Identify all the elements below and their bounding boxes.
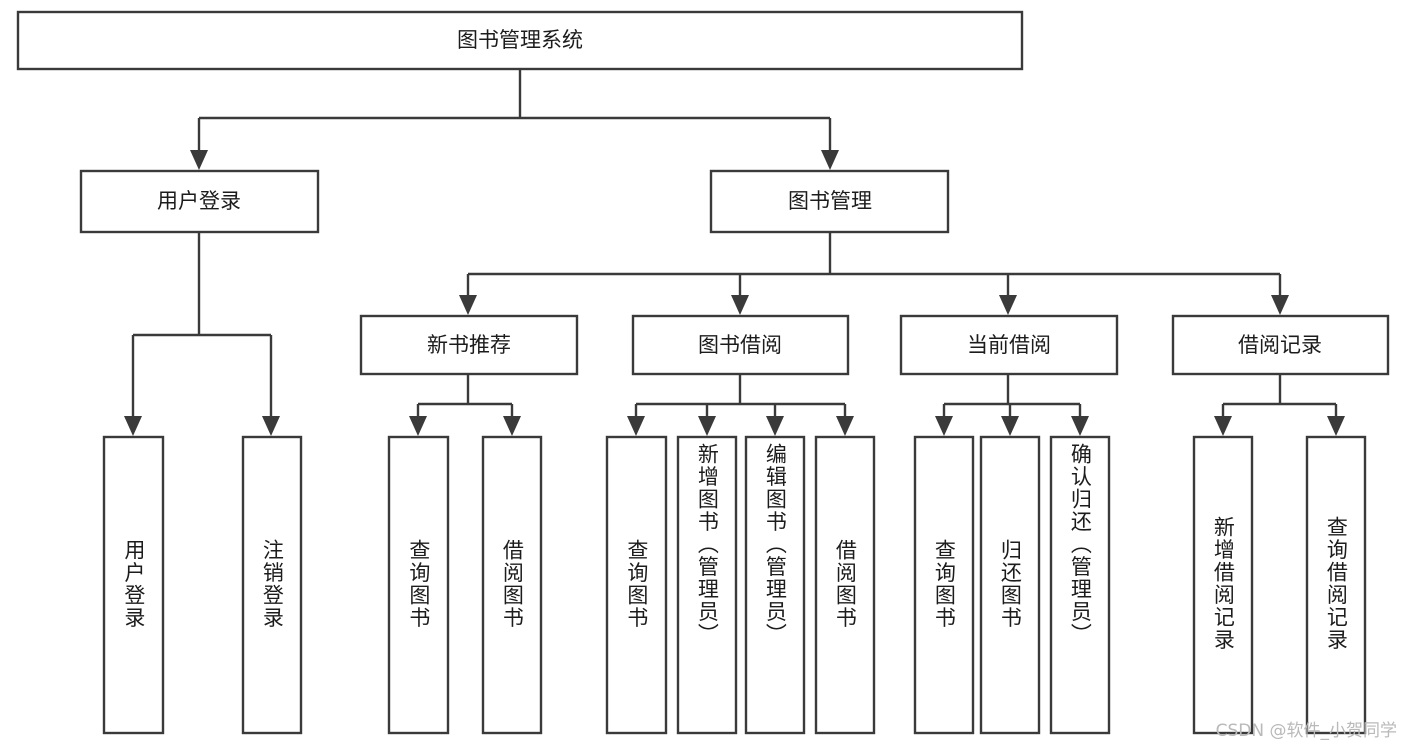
arrow-head-leaf-logout-login [262,416,280,436]
node-root[interactable]: 图书管理系统 [16,10,1024,71]
leaf-box-confirm-return-admin[interactable] [1049,435,1111,735]
leaf-box-add-book-admin[interactable] [676,435,738,735]
arrow-head-leaf-borrow-book-1 [503,416,521,436]
node-borrow-record-label: 借阅记录 [1238,333,1322,357]
connector-group-new-book-recommend [409,374,521,436]
leaf-box-query-book-2[interactable] [605,435,668,735]
arrow-head-leaf-confirm-return-admin [1071,416,1089,436]
leaf-box-query-book-1[interactable] [387,435,450,735]
arrow-head-leaf-query-book-3 [935,416,953,436]
node-book-borrow-label: 图书借阅 [698,333,782,357]
connector-group-book-manage [459,232,1289,315]
arrow-head-borrow-record [1271,295,1289,315]
leaf-box-edit-book-admin[interactable] [744,435,806,735]
arrow-head-leaf-borrow-book-2 [836,416,854,436]
connector-group-root [190,69,839,170]
leaf-box-query-book-3[interactable] [913,435,975,735]
node-user-login-box[interactable] [79,169,320,234]
leaf-box-user-login[interactable] [102,435,165,735]
leaf-box-return-book[interactable] [979,435,1041,735]
connector-group-user-login [124,232,280,436]
leaf-box-group [102,435,1367,735]
arrow-head-leaf-query-book-2 [627,416,645,436]
node-new-book-recommend[interactable]: 新书推荐 [359,314,579,376]
arrow-head-new-book-recommend [459,295,477,315]
node-borrow-record[interactable]: 借阅记录 [1171,314,1390,376]
node-book-manage[interactable]: 图书管理 [709,169,950,234]
node-current-borrow-box[interactable] [899,314,1119,376]
node-current-borrow-label: 当前借阅 [967,333,1051,357]
watermark-text: CSDN @软件_小贺同学 [1215,721,1397,741]
leaf-box-query-borrow-record[interactable] [1305,435,1367,735]
arrow-head-leaf-add-book-admin [698,416,716,436]
connector-group-borrow-record [1214,374,1345,436]
node-user-login-label: 用户登录 [157,189,241,213]
node-user-login[interactable]: 用户登录 [79,169,320,234]
node-root-box[interactable] [16,10,1024,71]
node-current-borrow[interactable]: 当前借阅 [899,314,1119,376]
node-book-manage-box[interactable] [709,169,950,234]
arrow-head-leaf-query-borrow-record [1327,416,1345,436]
arrow-head-book-manage [821,150,839,170]
arrow-head-leaf-edit-book-admin [766,416,784,436]
arrow-head-leaf-user-login [124,416,142,436]
leaf-box-borrow-book-2[interactable] [814,435,876,735]
node-book-manage-label: 图书管理 [788,189,872,213]
node-book-borrow[interactable]: 图书借阅 [631,314,850,376]
arrow-head-leaf-query-book-1 [409,416,427,436]
arrow-head-user-login [190,150,208,170]
node-root-label: 图书管理系统 [457,28,583,52]
arrow-head-leaf-add-borrow-record [1214,416,1232,436]
arrow-head-current-borrow [999,295,1017,315]
node-borrow-record-box[interactable] [1171,314,1390,376]
node-new-book-recommend-box[interactable] [359,314,579,376]
node-new-book-recommend-label: 新书推荐 [427,333,511,357]
connector-group-book-borrow [627,374,854,436]
node-book-borrow-box[interactable] [631,314,850,376]
arrow-head-leaf-return-book [1001,416,1019,436]
leaf-box-logout-login[interactable] [241,435,303,735]
leaf-box-add-borrow-record[interactable] [1192,435,1254,735]
arrow-head-book-borrow [731,295,749,315]
connector-group-current-borrow [935,374,1089,436]
leaf-box-borrow-book-1[interactable] [481,435,543,735]
